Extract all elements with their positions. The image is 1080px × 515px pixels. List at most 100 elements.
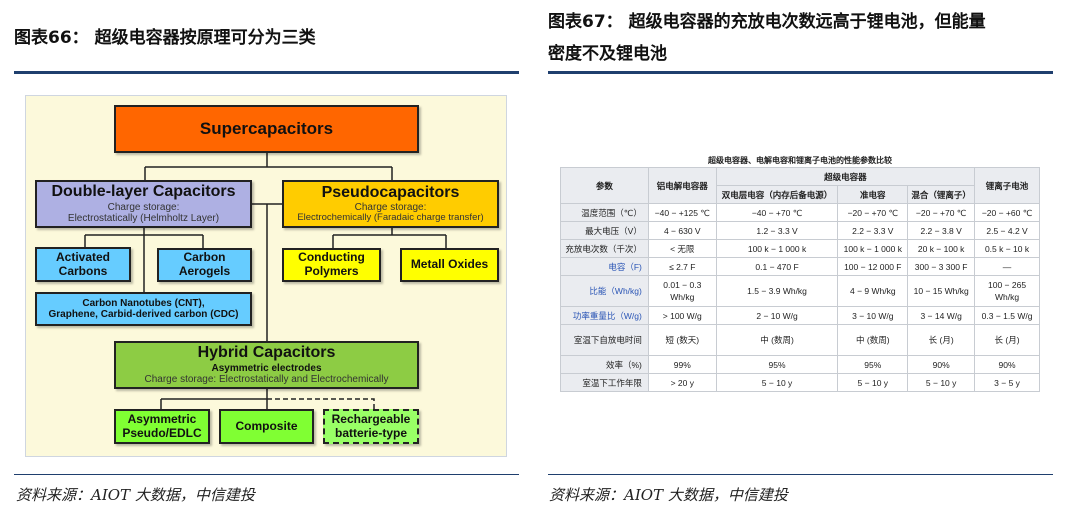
table-cell: 中 (数周) xyxy=(715,324,839,356)
table-row: 效率（%)99%95%95%90%90% xyxy=(560,355,1040,374)
table-cell: 100 k − 1 000 k xyxy=(715,239,839,258)
table-cell: 长 (月) xyxy=(907,324,976,356)
table-cell: > 20 y xyxy=(647,373,717,392)
table-cell: 100 k − 1 000 k xyxy=(837,239,909,258)
table-cell: 90% xyxy=(974,355,1040,374)
header-hybrid: 混合（锂离子） xyxy=(907,185,976,204)
footer-rule-right xyxy=(548,474,1053,475)
activated-l2: Carbons xyxy=(58,263,108,278)
table-cell: 2.2 − 3.8 V xyxy=(907,221,976,240)
table-cell: 100 − 12 000 F xyxy=(837,257,909,276)
pseudocapacitors-box: Pseudocapacitors Charge storage: Electro… xyxy=(282,180,499,228)
conducting-l2: Polymers xyxy=(304,264,359,278)
composite-box: Composite xyxy=(219,409,314,444)
cnt-graphene-box: Carbon Nanotubes (CNT),Graphene, Carbid-… xyxy=(35,292,252,326)
supercapacitors-label: Supercapacitors xyxy=(199,119,334,139)
table-cell: −40 − +125 ℃ xyxy=(647,203,717,222)
cnt-l1: Carbon Nanotubes (CNT), xyxy=(82,297,205,309)
aerogels-l2: Aerogels xyxy=(178,264,231,278)
table-cell: < 无限 xyxy=(647,239,717,258)
table-cell: 20 k − 100 k xyxy=(907,239,976,258)
table-cell: 5 − 10 y xyxy=(715,373,839,392)
figure-66-title: 图表66： 超级电容器按原理可分为三类 xyxy=(14,28,316,48)
table-cell: 95% xyxy=(837,355,909,374)
figure-67-title-line2: 密度不及锂电池 xyxy=(548,44,667,64)
header-double-layer: 双电层电容（内存后备电源） xyxy=(715,185,839,204)
recharge-l2: batterie-type xyxy=(334,425,408,440)
table-cell: 0.1 − 470 F xyxy=(715,257,839,276)
table-cell: −20 − +60 ℃ xyxy=(974,203,1040,222)
double-layer-line2: Electrostatically (Helmholtz Layer) xyxy=(67,213,220,225)
table-cell: — xyxy=(974,257,1040,276)
header-rule-right xyxy=(548,71,1053,74)
table-cell: −20 − +70 ℃ xyxy=(837,203,909,222)
footer-rule-left xyxy=(14,474,519,475)
table-cell: 0.01 − 0.3 Wh/kg xyxy=(647,275,717,307)
table-cell: 99% xyxy=(647,355,717,374)
conducting-l1: Conducting xyxy=(298,250,365,265)
table-cell: 100 − 265 Wh/kg xyxy=(974,275,1040,307)
double-layer-line1: Charge storage: xyxy=(107,201,180,213)
row-label[interactable]: 电容（F) xyxy=(560,257,649,276)
table-cell: 5 − 10 y xyxy=(837,373,909,392)
table-cell: 3 − 5 y xyxy=(974,373,1040,392)
comparison-table: 参数 铝电解电容器 超级电容器 锂离子电池 双电层电容（内存后备电源） 准电容 … xyxy=(560,167,1040,392)
header-rule-left xyxy=(14,71,519,74)
hybrid-line2: Charge storage: Electrostatically and El… xyxy=(144,374,389,386)
table-cell: 0.5 k − 10 k xyxy=(974,239,1040,258)
table-cell: 2.5 − 4.2 V xyxy=(974,221,1040,240)
figure-67-title-line1: 图表67： 超级电容器的充放电次数远高于锂电池，但能量 xyxy=(548,12,986,32)
header-aluminum: 铝电解电容器 xyxy=(647,167,717,204)
comparison-table-figure: 超级电容器、电解电容和锂离子电池的性能参数比较 参数 铝电解电容器 超级电容器 … xyxy=(560,155,1040,392)
table-cell: 短 (数天) xyxy=(647,324,717,356)
source-right: 资料来源：AIOT 大数据，中信建投 xyxy=(549,486,788,504)
table-cell: 3 − 14 W/g xyxy=(907,306,976,325)
row-label: 充放电次数（千次） xyxy=(560,239,649,258)
table-cell: 1.2 − 3.3 V xyxy=(715,221,839,240)
connector-lines xyxy=(84,153,447,409)
table-cell: 4 − 630 V xyxy=(647,221,717,240)
table-cell: 5 − 10 y xyxy=(907,373,976,392)
hybrid-line1: Asymmetric electrodes xyxy=(211,362,322,374)
table-cell: 0.3 − 1.5 W/g xyxy=(974,306,1040,325)
table-cell: 2.2 − 3.3 V xyxy=(837,221,909,240)
table-row: 室温下自放电时间短 (数天)中 (数周)中 (数周)长 (月)长 (月) xyxy=(560,324,1040,356)
row-label: 室温下工作年限 xyxy=(560,373,649,392)
table-cell: 2 − 10 W/g xyxy=(715,306,839,325)
table-cell: 90% xyxy=(907,355,976,374)
table-cell: −40 − +70 ℃ xyxy=(715,203,839,222)
double-layer-box: Double-layer Capacitors Charge storage: … xyxy=(35,180,252,228)
header-li-ion: 锂离子电池 xyxy=(974,167,1040,204)
pseudo-line1: Charge storage: xyxy=(354,201,427,213)
row-label[interactable]: 功率重量比（W/g) xyxy=(560,306,649,325)
double-layer-title: Double-layer Capacitors xyxy=(51,183,236,201)
recharge-l1: Rechargeable xyxy=(331,411,411,426)
table-cell: 中 (数周) xyxy=(837,324,909,356)
header-supercap: 超级电容器 xyxy=(715,167,976,186)
pseudo-line2: Electrochemically (Faradaic charge trans… xyxy=(297,212,484,224)
table-row: 温度范围（℃）−40 − +125 ℃−40 − +70 ℃−20 − +70 … xyxy=(560,203,1040,222)
row-label: 室温下自放电时间 xyxy=(560,324,649,356)
aerogels-l1: Carbon xyxy=(183,250,226,265)
table-cell: 3 − 10 W/g xyxy=(837,306,909,325)
row-label[interactable]: 比能（Wh/kg) xyxy=(560,275,649,307)
row-label: 效率（%) xyxy=(560,355,649,374)
table-cell: > 100 W/g xyxy=(647,306,717,325)
metall-label: Metall Oxides xyxy=(410,257,489,272)
hybrid-capacitors-box: Hybrid Capacitors Asymmetric electrodes … xyxy=(114,341,419,389)
row-label: 最大电压（V） xyxy=(560,221,649,240)
activated-l1: Activated xyxy=(55,249,111,264)
hybrid-title: Hybrid Capacitors xyxy=(197,344,336,362)
metall-oxides-box: Metall Oxides xyxy=(400,248,499,282)
